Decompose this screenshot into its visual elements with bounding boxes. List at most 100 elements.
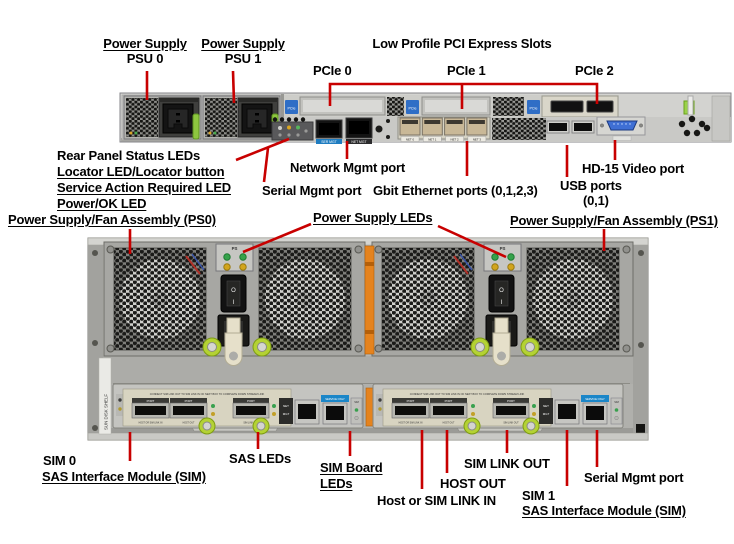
svg-text:SERVICE ONLY: SERVICE ONLY: [585, 397, 605, 401]
svg-text:SER MGT: SER MGT: [321, 140, 336, 144]
rear-status-led-panel: [271, 121, 314, 141]
ps0-thumbscrews: [202, 337, 272, 357]
ps0-fault-led: [239, 263, 247, 271]
sas-connector: [586, 100, 614, 113]
server-psu1: [202, 95, 281, 140]
label-pci-slots-title: Low Profile PCI Express Slots: [372, 36, 552, 51]
svg-text:NET 3: NET 3: [473, 138, 482, 142]
shelf-ps0-assembly: PS O I: [103, 241, 366, 366]
label-sim0: SIM 0: [43, 453, 76, 468]
sim0-port-link-out: PORT SIM LINK OUT: [232, 398, 270, 425]
label-video-port: HD-15 Video port: [582, 161, 685, 176]
label-gbit-ethernet: Gbit Ethernet ports (0,1,2,3): [373, 183, 538, 198]
svg-text:SUN DISK SHELF: SUN DISK SHELF: [104, 394, 109, 430]
server-psu0: [123, 95, 202, 140]
svg-text:PCIe: PCIe: [409, 107, 417, 111]
shelf-side-label: [98, 357, 112, 435]
svg-text:PS: PS: [500, 246, 506, 251]
pcie0-slot: PCIe: [285, 96, 386, 116]
ps0-fan-fault-led: [223, 263, 231, 271]
svg-text:O: O: [231, 288, 236, 294]
ps0-led-panel: PS: [215, 243, 254, 272]
ps1-power-switch: O I: [488, 274, 515, 313]
sim0-net-mgt-port: NET MGT: [279, 398, 320, 425]
svg-text:NET: NET: [543, 404, 549, 408]
label-power-ok: Power/OK LED: [57, 196, 147, 211]
ps1-cable-retainer: [492, 317, 511, 366]
ps1-ac-led: [491, 253, 499, 261]
svg-text:PORT: PORT: [247, 399, 255, 403]
svg-text:SIM: SIM: [354, 400, 359, 404]
svg-text:PS: PS: [232, 246, 238, 251]
svg-text:HOST OUT: HOST OUT: [443, 423, 455, 425]
svg-text:MGT: MGT: [543, 412, 550, 416]
label-sim0-module: SAS Interface Module (SIM): [42, 469, 206, 484]
svg-text:CONNECT SIM LINK OUT TO SIM LI: CONNECT SIM LINK OUT TO SIM LINK IN OF N…: [150, 392, 265, 396]
ps1-fan0-grille: [382, 248, 474, 350]
label-pcie0: PCIe 0: [313, 63, 352, 78]
gbe-port-3: NET 3: [466, 117, 488, 142]
svg-text:SIM LINK OUT: SIM LINK OUT: [503, 423, 519, 425]
sim0-port-host-in: PORT HOST OR SIM LINK IN: [131, 398, 170, 425]
svg-text:NET 0: NET 0: [406, 138, 415, 142]
ps0-power-switch: O I: [220, 274, 247, 313]
sim0-port-host-out: PORT HOST OUT: [169, 398, 208, 425]
label-ps0-assembly: Power Supply/Fan Assembly (PS0): [8, 212, 216, 227]
label-psu0: Power Supply PSU 0: [85, 36, 205, 66]
sas-led: [211, 412, 215, 416]
svg-text:SIM: SIM: [614, 400, 619, 404]
server-rear-panel: PCIe PCIe PCIe: [119, 92, 732, 144]
svg-text:I: I: [233, 300, 235, 306]
label-usb-ports-numbers: (0,1): [583, 193, 609, 208]
sas-led: [272, 412, 276, 416]
svg-text:HOST OR SIM LINK IN: HOST OR SIM LINK IN: [399, 423, 423, 425]
usb-port-1: [571, 120, 595, 134]
usb-port-0: [546, 120, 570, 134]
svg-text:NET 1: NET 1: [428, 138, 437, 142]
label-pcie1: PCIe 1: [447, 63, 486, 78]
label-sas-leds: SAS LEDs: [229, 451, 291, 466]
svg-text:HOST OR SIM LINK IN: HOST OR SIM LINK IN: [139, 423, 163, 425]
svg-text:PCIe: PCIe: [288, 107, 296, 111]
svg-text:SIM LINK OUT: SIM LINK OUT: [243, 423, 259, 425]
svg-text:MGT: MGT: [283, 412, 290, 416]
psu0-vent-grille: [126, 98, 158, 137]
ps0-cable-retainer: [224, 317, 243, 366]
gbe-port-2: NET 2: [444, 117, 466, 142]
label-psu1: Power Supply PSU 1: [183, 36, 303, 66]
label-psu0-line1: Power Supply: [103, 36, 187, 51]
psu1-vent-grille: [205, 98, 237, 137]
label-psu1-line1: Power Supply: [201, 36, 285, 51]
sas-led: [532, 412, 536, 416]
svg-text:CONNECT SIM LINK OUT TO SIM LI: CONNECT SIM LINK OUT TO SIM LINK IN OF N…: [410, 392, 525, 396]
label-service-action: Service Action Required LED: [57, 180, 231, 195]
svg-text:NET: NET: [283, 404, 289, 408]
label-ps1-assembly: Power Supply/Fan Assembly (PS1): [510, 213, 718, 228]
label-host-out: HOST OUT: [440, 476, 506, 491]
sim0-module: CONNECT SIM LINK OUT TO SIM LINK IN OF N…: [112, 383, 364, 429]
sim1-board-leds: SIM: [610, 397, 623, 425]
label-pcie2: PCIe 2: [575, 63, 614, 78]
gbe-port-block: NET 0 NET 1 NET 2 NET 3: [397, 116, 491, 142]
svg-text:NET MGT: NET MGT: [351, 140, 366, 144]
sas-led: [532, 404, 536, 408]
svg-text:PORT: PORT: [185, 399, 193, 403]
sas-led: [471, 412, 475, 416]
locator-led: [278, 126, 282, 130]
svg-text:HOST OUT: HOST OUT: [183, 423, 195, 425]
shelf-ps1-assembly: PS O I: [371, 241, 634, 366]
ps1-fan1-grille: [527, 248, 619, 350]
sim1-net-mgt-port: NET MGT: [539, 398, 580, 425]
sim-release-lever: [365, 387, 374, 427]
label-psu1-line2: PSU 1: [224, 51, 262, 66]
svg-text:PORT: PORT: [507, 399, 515, 403]
sim1-port-link-out: PORT SIM LINK OUT: [492, 398, 530, 425]
gbe-port-0: NET 0: [399, 117, 421, 142]
ps1-fault-led: [507, 263, 515, 271]
ps1-thumbscrews: [470, 337, 540, 357]
label-sim-board-leds: LEDs: [320, 476, 353, 491]
label-ps-leds: Power Supply LEDs: [313, 210, 433, 225]
disk-shelf-rear: SUN DISK SHELF PS: [87, 237, 649, 441]
